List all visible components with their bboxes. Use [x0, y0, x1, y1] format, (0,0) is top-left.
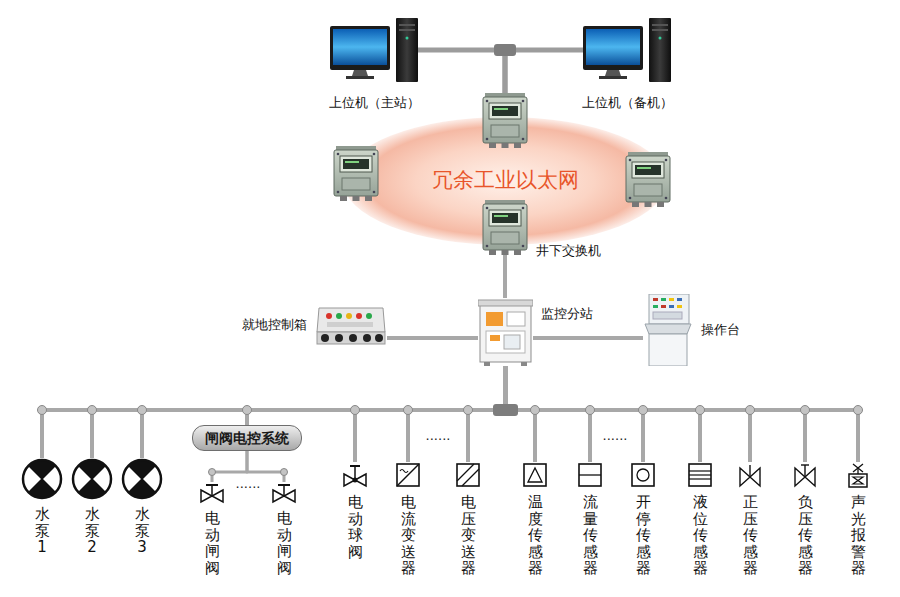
onoff-symbol [632, 464, 654, 486]
node-label: 流量传感器 [583, 494, 598, 577]
node-label: 负压传感器 [798, 494, 813, 577]
node-label: 电动球阀 [348, 494, 363, 560]
voltage-transmitter: 电压变送器 [455, 462, 481, 488]
electric-ball-valve: 电动球阀 [342, 462, 368, 488]
node-label: 水泵2 [85, 506, 100, 556]
junction-block [493, 404, 518, 416]
switch-icon [483, 93, 527, 148]
current-transmitter: 电流变送器 [395, 462, 421, 488]
computer-icon [330, 18, 418, 82]
node-label: 水泵3 [135, 506, 150, 556]
local-control-box: 就地控制箱 [315, 302, 387, 347]
switch-icon [626, 152, 670, 207]
water-pump: 水泵2 [71, 458, 113, 500]
node-label: 声光报警器 [851, 494, 866, 577]
level-symbol [689, 464, 711, 486]
node-label: 上位机（主站） [329, 95, 420, 111]
current-symbol [397, 464, 419, 486]
node-label: 温度传感器 [528, 494, 543, 577]
sound-light-alarm: 声光报警器 [845, 462, 871, 488]
ball-valve-symbol [344, 466, 366, 486]
connector-line [506, 366, 644, 462]
connector-line [355, 366, 506, 462]
connector-line [505, 50, 583, 93]
negative-pressure-sensor: 负压传感器 [792, 462, 818, 488]
electric-gate-valve: 电动闸阀 [271, 482, 297, 504]
temperature-sensor: 温度传感器 [522, 462, 548, 488]
node-label: 电动闸阀 [277, 510, 292, 576]
underground-switch: 井下交换机 [482, 200, 528, 255]
connector-line [506, 366, 591, 462]
connector-line [506, 366, 701, 462]
positive-pressure-sensor: 正压传感器 [737, 462, 763, 488]
pressure-symbol [740, 465, 760, 486]
electric-gate-valve: 电动闸阀 [199, 482, 225, 504]
pump-symbol [23, 460, 61, 498]
node-label: 正压传感器 [743, 494, 758, 577]
switch-icon [483, 200, 527, 255]
node-label: 就地控制箱 [242, 317, 307, 333]
alarm-symbol [849, 464, 867, 487]
gate-valve-symbol [273, 485, 295, 502]
node-label: 电流变送器 [401, 494, 416, 577]
operator-console: 操作台 [643, 294, 693, 366]
connector-line [503, 255, 507, 298]
water-pump: 水泵1 [21, 458, 63, 500]
host-computer: 上位机（主站） [330, 18, 418, 83]
node-label: 电压变送器 [461, 494, 476, 577]
pump-symbol [73, 460, 111, 498]
ellipsis-label: ...... [236, 476, 261, 492]
ring-network: 冗余工业以太网井下交换机 [330, 93, 680, 258]
monitoring-substation: 监控分站 [478, 298, 533, 366]
pump-symbol [123, 460, 161, 498]
ellipsis-label: ...... [603, 428, 628, 444]
node-label: 开停传感器 [636, 494, 651, 577]
computer-icon [583, 18, 671, 82]
flow-sensor: 流量传感器 [577, 462, 603, 488]
voltage-symbol [457, 464, 479, 486]
connector-line [533, 336, 643, 340]
water-pump: 水泵3 [121, 458, 163, 500]
node-label: 上位机（备机） [582, 95, 673, 111]
flow-symbol [579, 464, 601, 486]
junction-block [494, 44, 516, 56]
connector-line [506, 366, 751, 462]
connector-line [506, 366, 806, 462]
control-box-icon [317, 308, 385, 344]
connector-line [387, 336, 478, 340]
gate-control-system: 闸阀电控系统 [192, 425, 302, 451]
node-label: 井下交换机 [536, 243, 601, 259]
node-label: 闸阀电控系统 [205, 430, 289, 447]
node-label: 电动闸阀 [205, 510, 220, 576]
bus-taps [38, 406, 863, 476]
connector-line [408, 366, 506, 462]
substation-icon [478, 300, 533, 366]
switch-icon [334, 146, 378, 201]
node-label: 监控分站 [541, 306, 593, 322]
level-sensor: 液位传感器 [687, 462, 713, 488]
gate-valve-symbol [201, 485, 223, 502]
ellipsis-label: ...... [426, 428, 451, 444]
node-label: 水泵1 [35, 506, 50, 556]
node-label: 液位传感器 [693, 494, 708, 577]
console-icon [645, 294, 691, 366]
temperature-symbol [524, 464, 546, 486]
onoff-sensor: 开停传感器 [630, 462, 656, 488]
node-label: 操作台 [701, 322, 740, 338]
pressure-symbol [795, 465, 815, 486]
connector-line [506, 366, 859, 462]
node-label: 冗余工业以太网 [432, 168, 579, 193]
connector-line [418, 50, 505, 93]
host-computer: 上位机（备机） [583, 18, 671, 83]
